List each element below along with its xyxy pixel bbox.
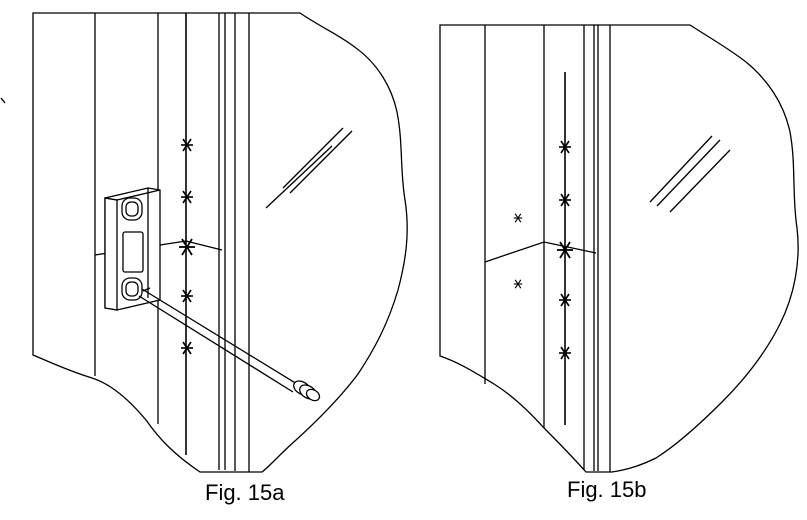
figure-15a <box>32 12 408 473</box>
drill-mark <box>180 190 194 204</box>
drill-mark <box>180 341 194 355</box>
figure-caption-a: Fig. 15a <box>205 480 285 505</box>
glass-reflection <box>289 130 353 194</box>
hole-mark <box>513 279 523 289</box>
glass-reflection <box>669 149 731 213</box>
seam-line <box>484 241 597 263</box>
drill-mark <box>180 289 194 303</box>
glass-reflection <box>265 145 333 209</box>
glass-reflection <box>656 139 721 207</box>
torn-outline-b <box>439 24 799 473</box>
stray-mark <box>0 97 6 104</box>
mounting-bracket <box>104 187 161 311</box>
torn-outline-a <box>32 12 408 473</box>
glass-reflection <box>282 127 344 189</box>
figure-15b <box>439 24 799 473</box>
drill-mark <box>180 138 194 152</box>
hole-mark <box>513 213 523 223</box>
glass-reflection <box>649 135 713 203</box>
pencil-icon <box>138 287 321 402</box>
figure-caption-b: Fig. 15b <box>567 477 647 502</box>
